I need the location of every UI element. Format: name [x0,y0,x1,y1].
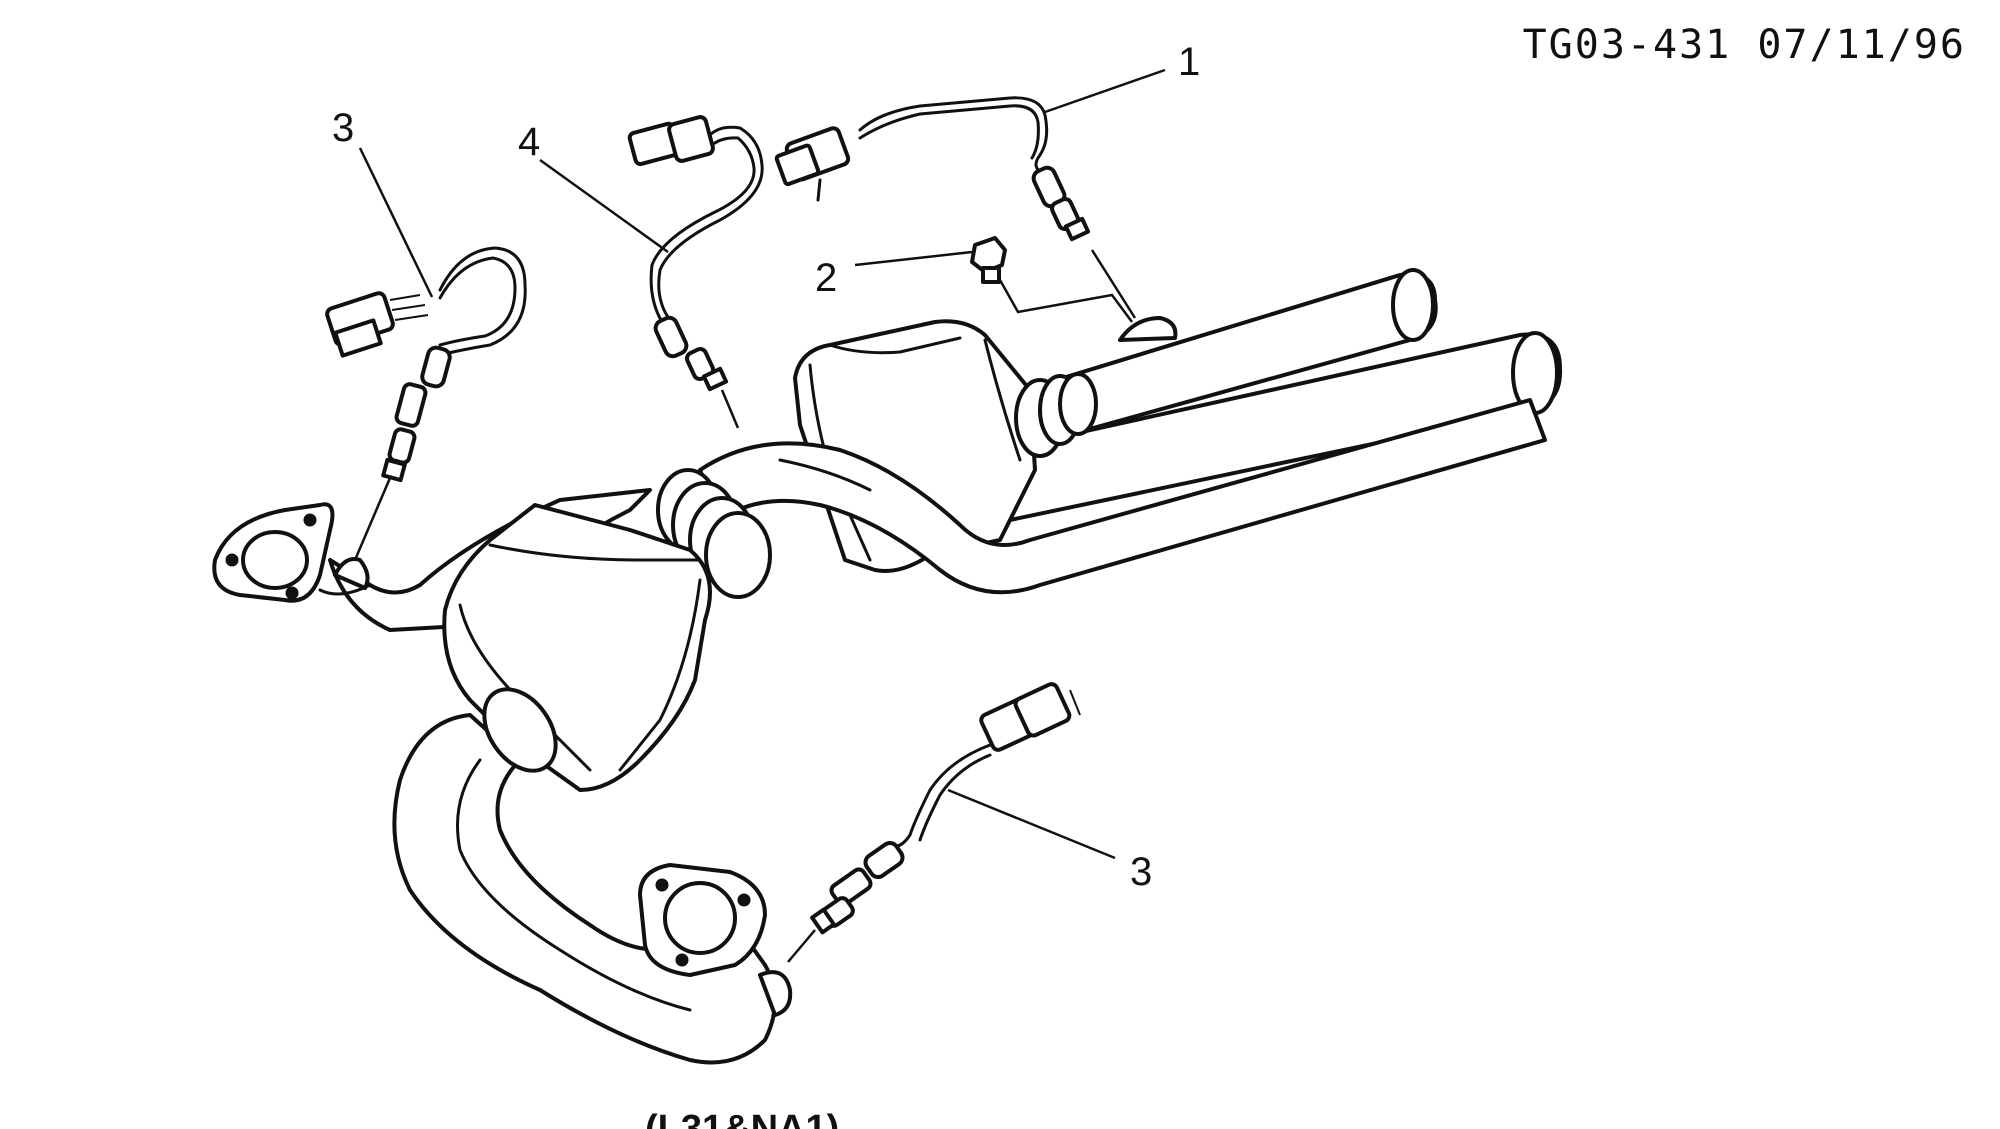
oxygen-sensor-4 [627,115,764,392]
oxygen-sensor-3-left [325,246,527,483]
leader-line-3-right [947,788,1116,860]
callout-3-right: 3 [1130,850,1153,894]
sensor-1-install-line [1090,249,1137,319]
bolt-item-2 [970,236,1007,284]
sensor-3-left-install-line [353,477,392,561]
callout-1: 1 [1178,40,1201,84]
sensor-boss-left [333,557,370,590]
rear-coupling [1014,372,1098,458]
callout-4: 4 [518,120,541,164]
right-manifold-pipe [392,687,777,1065]
flex-coupling [656,468,772,599]
leader-line-1 [1044,68,1166,114]
rear-pipe-upper [1038,268,1438,442]
main-crossover-pipe [698,398,1547,595]
figure-reference-code: TG03-431 07/11/96 [1522,22,1966,68]
sensor-boss-right [758,970,793,1017]
left-flange [212,502,335,603]
leader-line-3-left [358,147,434,298]
right-flange [638,863,767,977]
sensor-boss-rear [1118,316,1178,342]
bolt-install-line [998,279,1134,323]
sensor-3-right-install-line [787,929,816,963]
oxygen-sensor-1 [774,96,1091,242]
leader-line-2 [854,250,973,267]
oxygen-sensor-3-right [810,682,1081,935]
leader-line-4 [539,158,669,254]
figure-caption: (L31&NA1) [645,1108,840,1129]
sensor-4-install-line [720,389,740,429]
callout-3-left: 3 [332,106,355,150]
callout-2: 2 [815,256,838,300]
